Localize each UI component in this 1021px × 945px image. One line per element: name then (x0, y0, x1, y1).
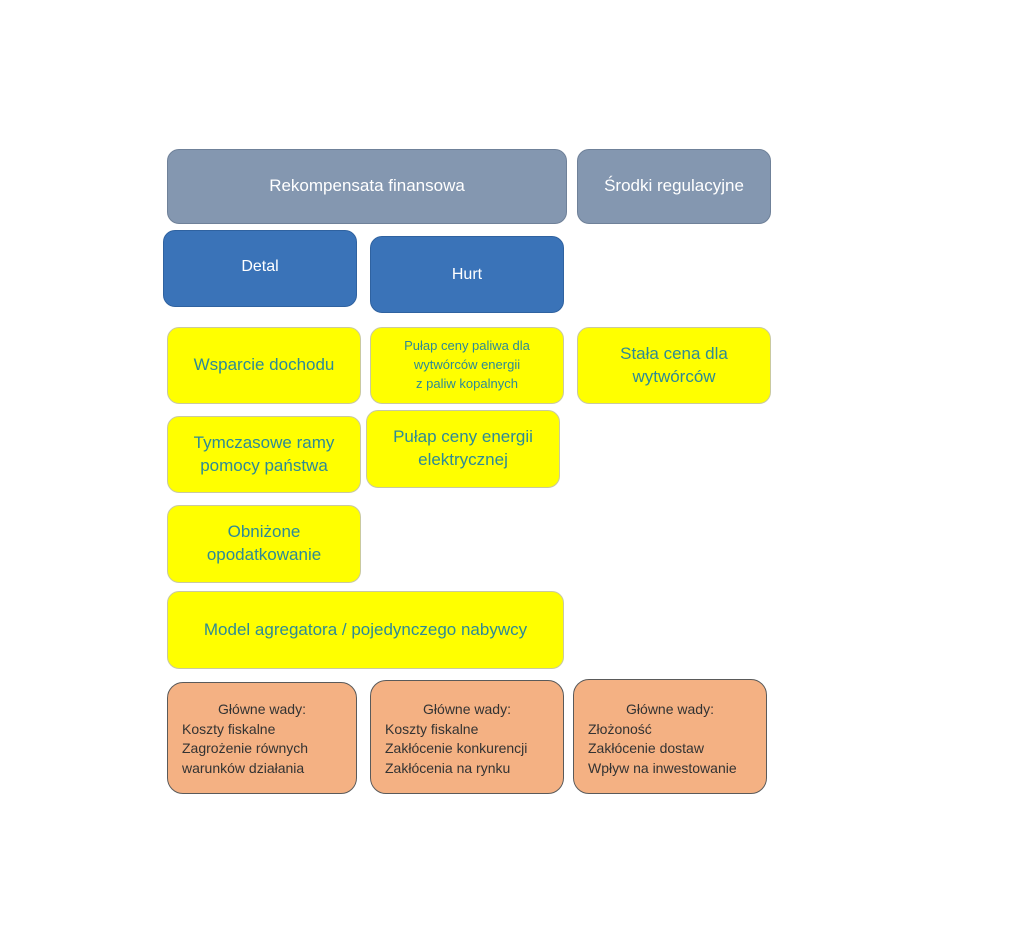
drawback-item: warunków działania (182, 760, 305, 777)
temporary-framework-line: Tymczasowe ramy (193, 432, 335, 452)
drawback-item: Zakłócenia na rynku (385, 760, 511, 777)
drawbacks-header: Główne wady: (218, 701, 306, 717)
temporary-framework-box: Tymczasowe ramy pomocy państwa (167, 416, 361, 493)
aggregator-model-box: Model agregatora / pojedynczego nabywcy (167, 591, 564, 669)
financial-compensation-label: Rekompensata finansowa (269, 176, 465, 196)
drawback-item: Wpływ na inwestowanie (588, 760, 737, 777)
drawback-item: Koszty fiskalne (182, 720, 276, 737)
reduced-taxation-box: Obniżone opodatkowanie (167, 505, 361, 583)
electricity-price-cap-line: elektrycznej (418, 450, 508, 469)
income-support-box: Wsparcie dochodu (167, 327, 361, 404)
retail-box: Detal (163, 230, 357, 307)
reduced-taxation-line: Obniżone (227, 522, 301, 542)
financial-compensation-box: Rekompensata finansowa (167, 149, 567, 224)
wholesale-label: Hurt (451, 265, 483, 283)
fixed-price-box: Stała cena dla wytwórców (577, 327, 771, 404)
drawback-item: Złożoność (588, 720, 652, 737)
drawback-item: Koszty fiskalne (385, 720, 479, 737)
fuel-price-cap-box: Pułap ceny paliwa dla wytwórców energii … (370, 327, 564, 404)
drawback-item: Zagrożenie równych (182, 740, 309, 757)
regulatory-measures-label: Środki regulacyjne (604, 176, 744, 196)
drawback-item: Zakłócenie konkurencji (385, 740, 528, 757)
temporary-framework-line: pomocy państwa (200, 455, 328, 475)
electricity-price-cap-line: Pułap ceny energii (393, 427, 533, 447)
fuel-price-cap-line: z paliw kopalnych (416, 375, 518, 391)
regulatory-measures-box: Środki regulacyjne (577, 149, 771, 224)
drawbacks-box: Główne wady: Koszty fiskalne Zakłócenie … (370, 680, 564, 794)
fuel-price-cap-line: Pułap ceny paliwa dla (404, 338, 530, 354)
aggregator-model-label: Model agregatora / pojedynczego nabywcy (203, 619, 528, 639)
drawbacks-header: Główne wady: (626, 701, 714, 717)
drawbacks-header: Główne wady: (423, 701, 511, 717)
drawbacks-box: Główne wady: Koszty fiskalne Zagrożenie … (167, 682, 357, 794)
fixed-price-line: wytwórców (632, 366, 716, 386)
reduced-taxation-line: opodatkowanie (206, 545, 322, 564)
fixed-price-line: Stała cena dla (620, 343, 728, 363)
drawbacks-box: Główne wady: Złożoność Zakłócenie dostaw… (573, 679, 767, 794)
wholesale-box: Hurt (370, 236, 564, 313)
fuel-price-cap-line: wytwórców energii (413, 357, 521, 373)
income-support-label: Wsparcie dochodu (193, 355, 335, 375)
drawback-item: Zakłócenie dostaw (588, 740, 704, 757)
retail-label: Detal (241, 257, 279, 275)
electricity-price-cap-box: Pułap ceny energii elektrycznej (366, 410, 560, 488)
